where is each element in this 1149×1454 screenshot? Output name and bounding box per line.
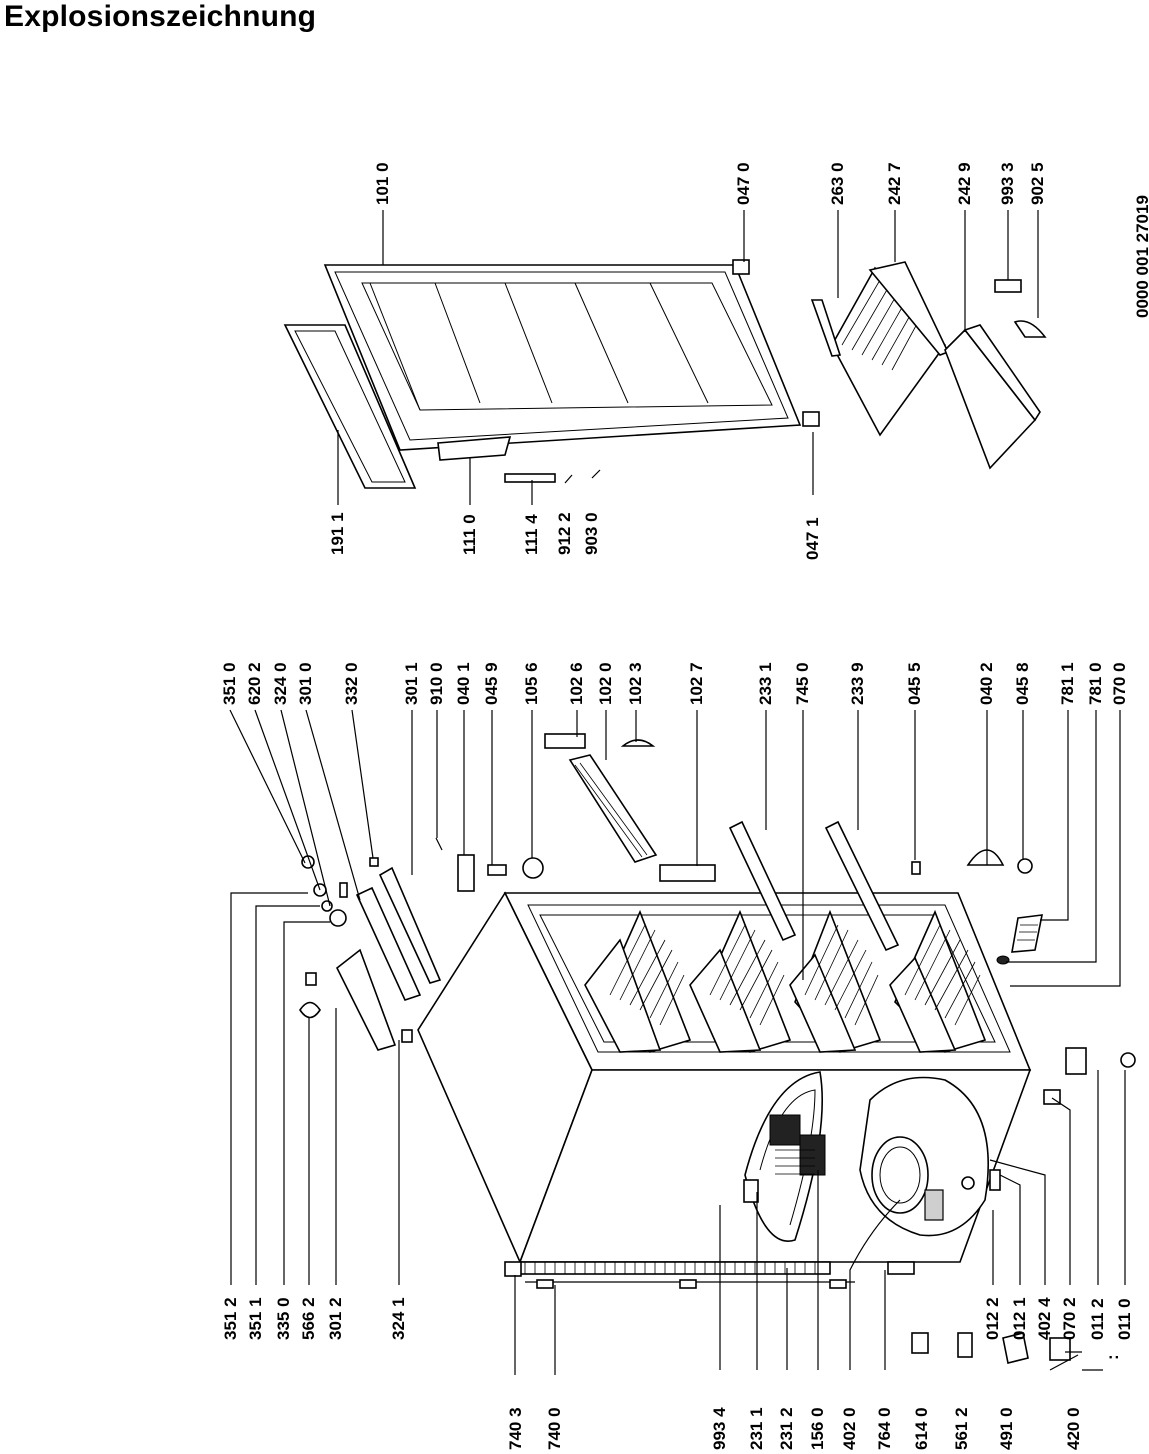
- part-label-566-2: 566 2: [299, 1297, 318, 1340]
- part-label-102-3: 102 3: [626, 662, 645, 705]
- part-label-402-4: 402 4: [1035, 1297, 1054, 1340]
- shelf-rails: [728, 820, 921, 952]
- part-label-045-5: 045 5: [905, 662, 924, 705]
- part-label-102-0: 102 0: [596, 662, 615, 705]
- part-label-745-0: 745 0: [793, 662, 812, 705]
- part-label-242-7: 242 7: [885, 162, 904, 205]
- leader-lines: [229, 210, 1126, 1375]
- part-label-351-1: 351 1: [246, 1297, 265, 1340]
- part-label-242-9: 242 9: [955, 162, 974, 205]
- part-label-561-2: 561 2: [952, 1407, 971, 1450]
- part-label-491-0: 491 0: [997, 1407, 1016, 1450]
- page-title: Explosionszeichnung: [4, 0, 317, 33]
- freezer-drawers: [732, 259, 1047, 470]
- part-label-011-0: 011 0: [1115, 1298, 1134, 1340]
- part-label-070-2: 070 2: [1060, 1297, 1079, 1340]
- hinge-parts: [435, 837, 544, 892]
- part-label-045-9: 045 9: [482, 662, 501, 705]
- part-label-324-0: 324 0: [271, 662, 290, 705]
- evaporator-shelves: [584, 909, 987, 1053]
- part-label-420-0: 420 0: [1064, 1407, 1083, 1450]
- part-label-070-0: 070 0: [1110, 662, 1129, 705]
- part-label-011-2: 011 2: [1088, 1298, 1107, 1340]
- part-label-781-0: 781 0: [1086, 662, 1105, 705]
- part-label-012-1: 012 1: [1010, 1297, 1029, 1340]
- ellipsis-mark: :: [1103, 1354, 1122, 1360]
- door-handle: [437, 436, 556, 483]
- part-label-101-0: 101 0: [373, 162, 392, 205]
- handle-parts: [966, 849, 1044, 965]
- part-label-045-8: 045 8: [1013, 662, 1032, 705]
- part-label-012-2: 012 2: [983, 1297, 1002, 1340]
- thermostat-parts: [299, 855, 442, 1051]
- part-label-263-0: 263 0: [828, 162, 847, 205]
- condenser-grid: [504, 1261, 855, 1289]
- part-label-301-2: 301 2: [326, 1297, 345, 1340]
- part-label-740-0: 740 0: [545, 1407, 564, 1450]
- part-label-102-7: 102 7: [687, 662, 706, 705]
- part-label-402-0: 402 0: [840, 1407, 859, 1450]
- part-label-351-2: 351 2: [221, 1297, 240, 1340]
- freezer-door: [323, 264, 802, 451]
- part-label-040-2: 040 2: [977, 662, 996, 705]
- part-label-764-0: 764 0: [875, 1407, 894, 1450]
- part-label-040-1: 040 1: [454, 662, 473, 705]
- part-label-111-0: 111 0: [460, 514, 479, 555]
- compressor: [859, 1076, 989, 1237]
- accessory-parts: [911, 1332, 1079, 1371]
- part-label-993-4: 993 4: [710, 1407, 729, 1450]
- part-label-902-5: 902 5: [1028, 162, 1047, 205]
- part-label-912-2: 912 2: [555, 512, 574, 555]
- part-label-324-1: 324 1: [389, 1297, 408, 1340]
- control-panel: [743, 1071, 826, 1242]
- part-label-781-1: 781 1: [1058, 662, 1077, 705]
- part-label-105-6: 105 6: [522, 662, 541, 705]
- part-label-301-1: 301 1: [402, 662, 421, 705]
- part-label-233-1: 233 1: [756, 662, 775, 705]
- part-label-231-1: 231 1: [747, 1407, 766, 1450]
- shelf-bracket: [544, 733, 716, 882]
- part-number-labels: 351 2 351 1 335 0 566 2 301 2 324 1 740 3 740 0…: [220, 162, 1134, 1450]
- part-label-740-3: 740 3: [506, 1407, 525, 1450]
- part-label-614-0: 614 0: [912, 1407, 931, 1450]
- part-label-351-0: 351 0: [220, 662, 239, 705]
- part-label-620-2: 620 2: [245, 662, 264, 705]
- part-label-335-0: 335 0: [274, 1297, 293, 1340]
- part-label-191-1: 191 1: [328, 512, 347, 555]
- part-label-910-0: 910 0: [427, 662, 446, 705]
- doc-number: 0000 001 27019: [1133, 195, 1149, 318]
- part-label-903-0: 903 0: [582, 512, 601, 555]
- part-label-111-4: 111 4: [522, 514, 541, 555]
- part-label-993-3: 993 3: [998, 162, 1017, 205]
- doc-number-group: 0000 001 27019 :: [1103, 195, 1149, 1360]
- part-label-102-6: 102 6: [567, 662, 586, 705]
- small-parts: [887, 1047, 1136, 1275]
- part-label-301-0: 301 0: [296, 662, 315, 705]
- part-label-233-9: 233 9: [848, 662, 867, 705]
- part-label-156-0: 156 0: [808, 1407, 827, 1450]
- part-label-047-1: 047 1: [803, 517, 822, 560]
- part-label-231-2: 231 2: [777, 1407, 796, 1450]
- part-label-332-0: 332 0: [342, 662, 361, 705]
- part-label-047-0: 047 0: [734, 162, 753, 205]
